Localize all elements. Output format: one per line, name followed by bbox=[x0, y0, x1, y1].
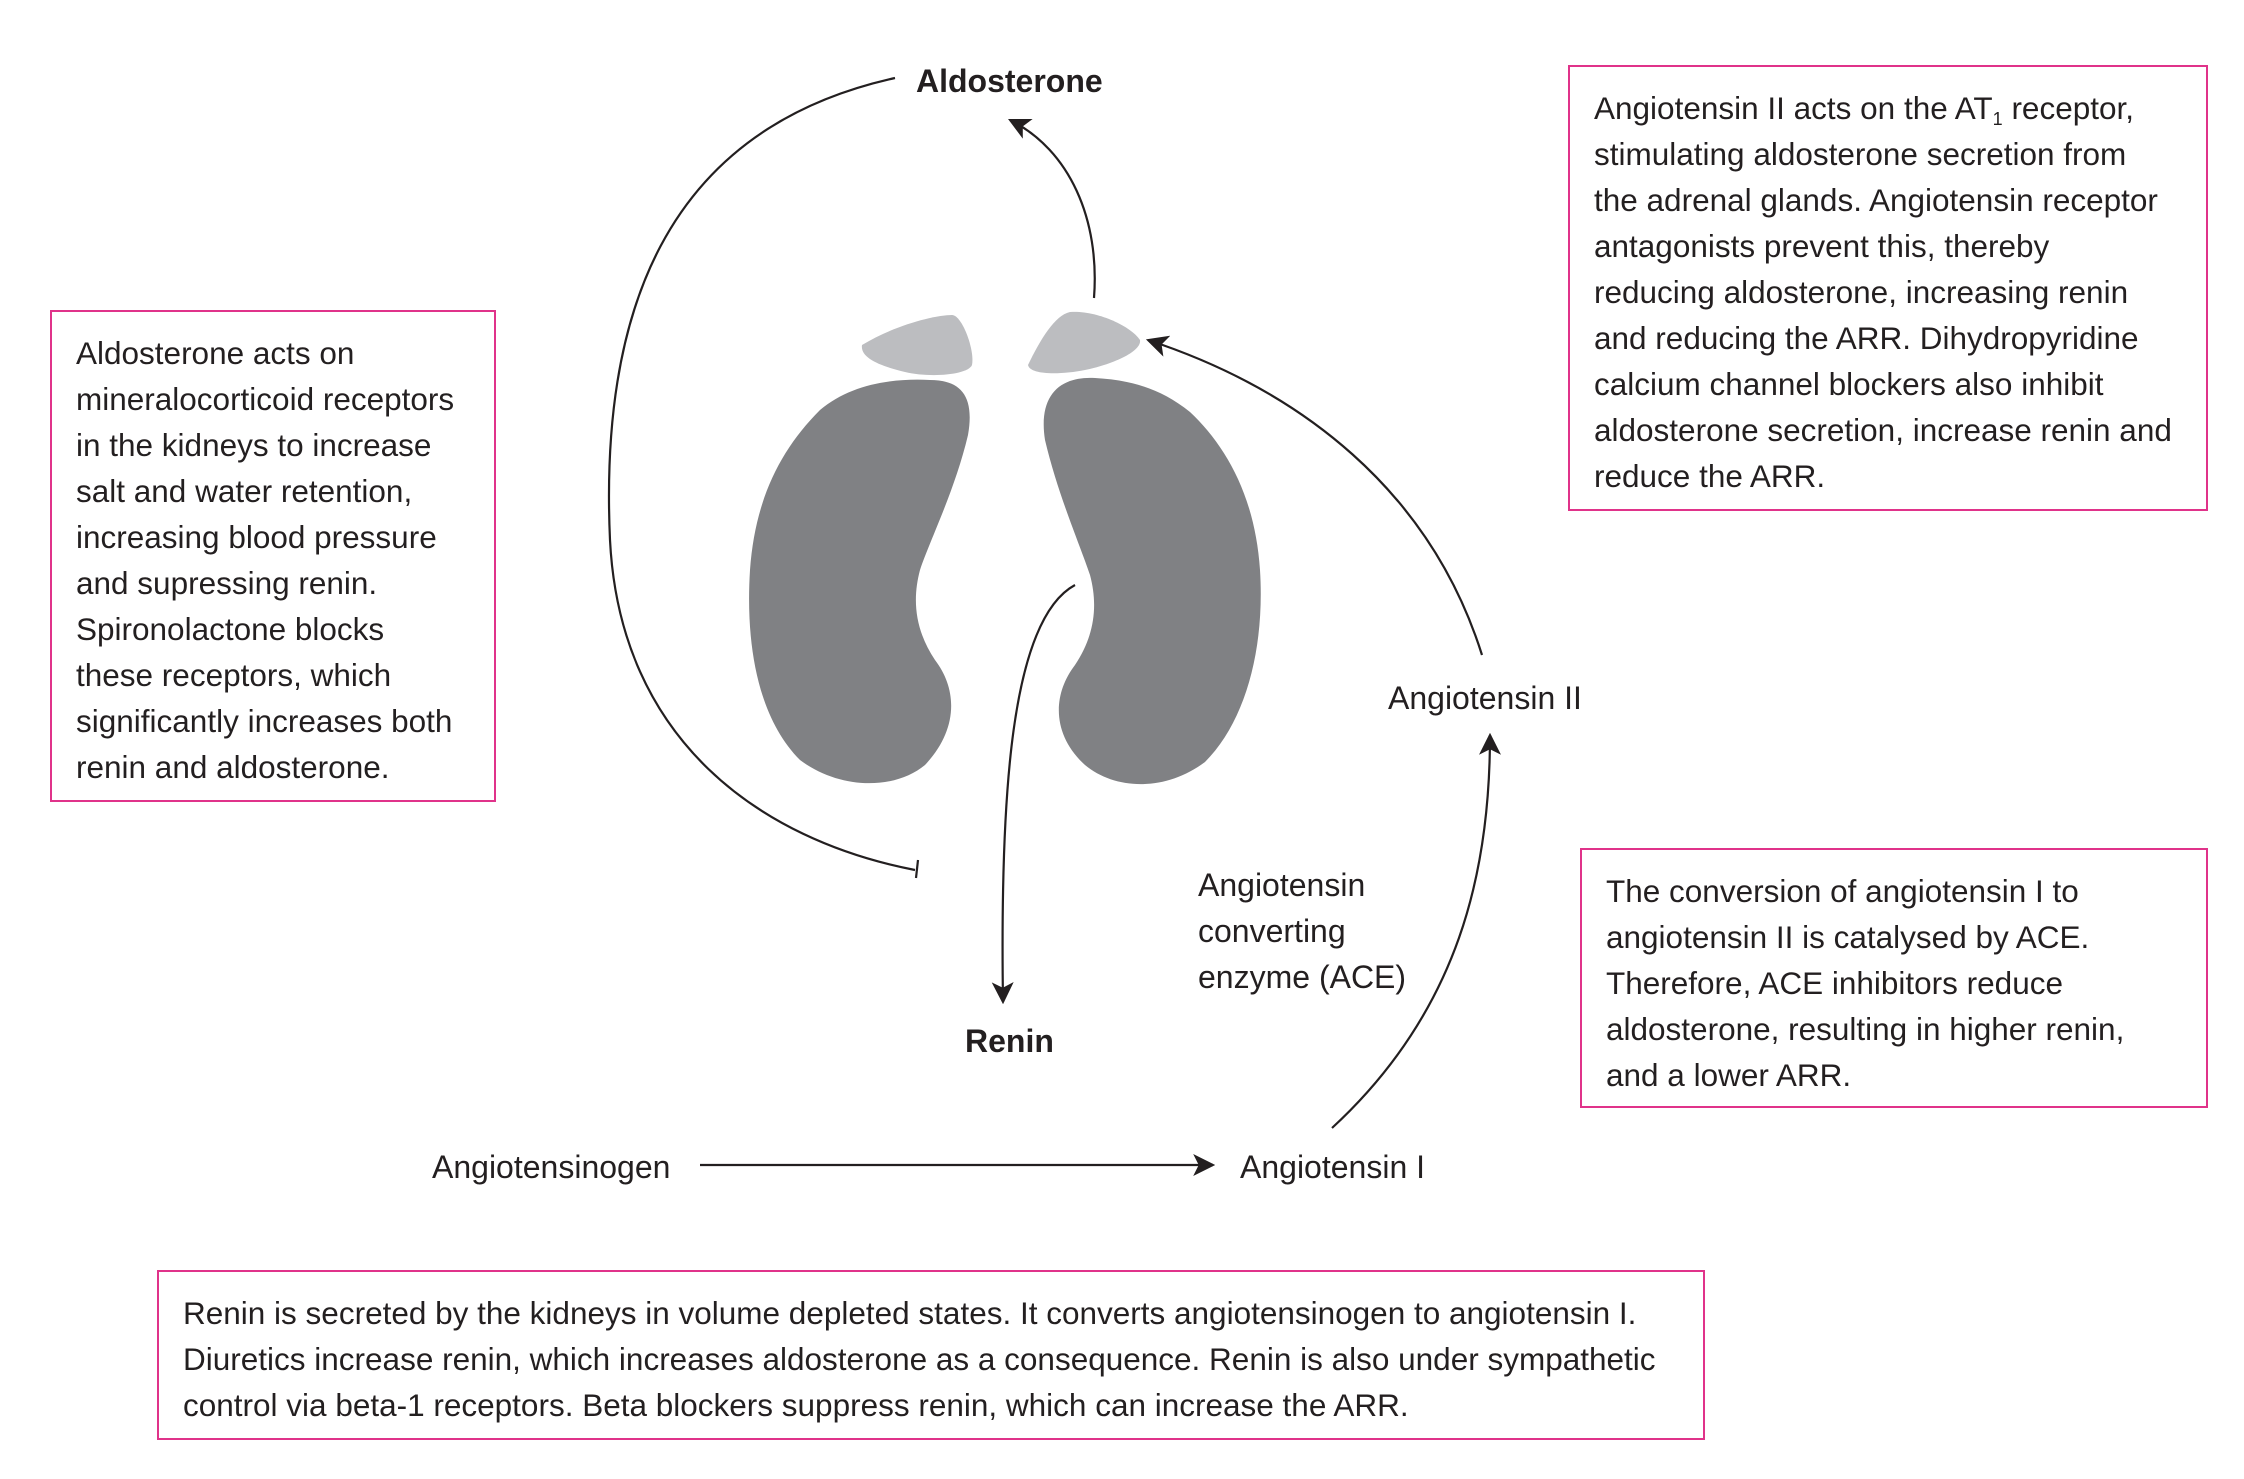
ace-label-line: Angiotensin bbox=[1198, 867, 1366, 903]
angiotensin-ii-action-box: Angiotensin II acts on the AT1 receptor,… bbox=[1568, 65, 2208, 511]
box-text-line: Spironolactone blocks bbox=[76, 611, 385, 647]
box-text-line-first: Angiotensin II acts on the AT1 receptor, bbox=[1594, 85, 2182, 131]
box-text-line: the adrenal glands. Angiotensin receptor bbox=[1594, 182, 2158, 218]
aldosterone-label: Aldosterone bbox=[916, 63, 1103, 99]
box-text-line: control via beta-1 receptors. Beta block… bbox=[183, 1387, 1409, 1423]
box-text-line: angiotensin II is catalysed by ACE. bbox=[1606, 919, 2090, 955]
angiotensin-i-to-angiotensin-ii-arrow bbox=[1331, 732, 1501, 1129]
aldosterone-feedback-arc bbox=[607, 76, 916, 872]
left-kidney bbox=[749, 379, 970, 784]
box-text-line: and supressing renin. bbox=[76, 565, 378, 601]
box-text-line: and reducing the ARR. Dihydropyridine bbox=[1594, 320, 2139, 356]
box-text-line: Aldosterone acts on bbox=[76, 335, 355, 371]
box-text-line: antagonists prevent this, thereby bbox=[1594, 228, 2050, 264]
box-text-line: aldosterone, resulting in higher renin, bbox=[1606, 1011, 2125, 1047]
at1-text-pre: Angiotensin II acts on the AT bbox=[1594, 90, 1993, 126]
box-text-line: The conversion of angiotensin I to bbox=[1606, 873, 2079, 909]
left-adrenal-gland bbox=[861, 315, 973, 376]
right-kidney bbox=[1043, 377, 1261, 785]
box-text-line: in the kidneys to increase bbox=[76, 427, 432, 463]
ace-label-line: converting bbox=[1198, 913, 1346, 949]
renin-label: Renin bbox=[965, 1023, 1054, 1059]
angiotensin-ii-to-adrenal-arrow bbox=[1145, 335, 1484, 656]
adrenal-to-aldosterone-arrow bbox=[1008, 119, 1096, 299]
aldosterone-action-box: Aldosterone acts on mineralocorticoid re… bbox=[50, 310, 496, 802]
at1-text-post: receptor, bbox=[2002, 90, 2135, 126]
at1-subscript: 1 bbox=[1992, 109, 2003, 129]
angiotensin-i-label: Angiotensin I bbox=[1240, 1149, 1426, 1185]
box-text-line: salt and water retention, bbox=[76, 473, 413, 509]
box-text-line: Renin is secreted by the kidneys in volu… bbox=[183, 1295, 1637, 1331]
box-text-line: reduce the ARR. bbox=[1594, 458, 1826, 494]
ace-enzyme-label: Angiotensin converting enzyme (ACE) bbox=[1198, 862, 1406, 1000]
box-text-line: stimulating aldosterone secretion from bbox=[1594, 136, 2127, 172]
angiotensin-ii-label: Angiotensin II bbox=[1388, 680, 1582, 716]
inhibition-bar bbox=[914, 859, 920, 879]
right-adrenal-gland bbox=[1028, 311, 1141, 374]
ace-label-line: enzyme (ACE) bbox=[1198, 959, 1407, 995]
box-text-line: calcium channel blockers also inhibit bbox=[1594, 366, 2104, 402]
box-text-line: and a lower ARR. bbox=[1606, 1057, 1852, 1093]
renin-secretion-box: Renin is secreted by the kidneys in volu… bbox=[157, 1270, 1705, 1440]
box-text-line: renin and aldosterone. bbox=[76, 749, 390, 785]
box-text-line: increasing blood pressure bbox=[76, 519, 437, 555]
box-text-line: significantly increases both bbox=[76, 703, 453, 739]
box-text-line: these receptors, which bbox=[76, 657, 392, 693]
kidney-to-renin-arrow bbox=[991, 584, 1076, 1005]
box-text-line: mineralocorticoid receptors bbox=[76, 381, 455, 417]
box-text-line: Diuretics increase renin, which increase… bbox=[183, 1341, 1656, 1377]
ace-conversion-box: The conversion of angiotensin I to angio… bbox=[1580, 848, 2208, 1108]
box-text-line: reducing aldosterone, increasing renin bbox=[1594, 274, 2129, 310]
box-text-line: aldosterone secretion, increase renin an… bbox=[1594, 412, 2172, 448]
angiotensinogen-label: Angiotensinogen bbox=[432, 1149, 671, 1185]
box-text-line: Therefore, ACE inhibitors reduce bbox=[1606, 965, 2063, 1001]
